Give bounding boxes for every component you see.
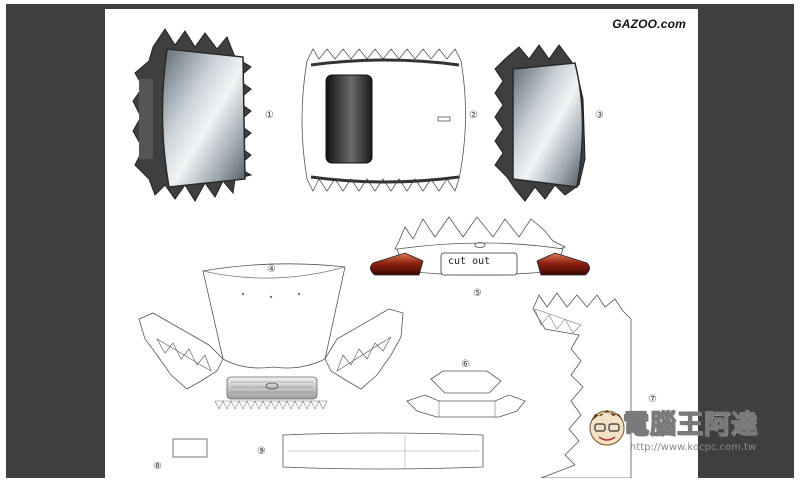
part-number-6: ⑥ (461, 359, 470, 370)
part-number-8: ⑧ (153, 461, 162, 472)
part-number-9: ⑨ (257, 446, 266, 457)
part-3-side-window-right (494, 44, 586, 202)
watermark-mascot-icon (589, 410, 625, 446)
part-number-2: ② (469, 110, 478, 121)
papercraft-template-art (132, 28, 632, 478)
part-number-7: ⑦ (648, 394, 657, 405)
watermark-url: http://www.kocpc.com.tw (630, 442, 757, 453)
part-number-1: ① (265, 110, 274, 121)
part-4-hood (138, 263, 404, 410)
cut-out-label: cut out (448, 256, 491, 267)
part-8-piece (172, 438, 208, 458)
part-2-roof (301, 48, 466, 192)
part-1-side-window-left (132, 28, 253, 202)
watermark-title: 電腦王阿達 (622, 409, 759, 440)
part-number-3: ③ (595, 110, 604, 121)
papercraft-page: GAZOO.com ① ② ③ ④ ⑤ ⑥ ⑦ ⑧ ⑨ cut out (105, 9, 698, 478)
gazoo-brand-logo: GAZOO.com (612, 17, 686, 31)
part-number-4: ④ (267, 264, 276, 275)
part-number-5: ⑤ (473, 288, 482, 299)
part-6-piece (406, 370, 526, 418)
part-9-strip (282, 432, 484, 470)
part-5-rear-trunk (370, 216, 590, 276)
